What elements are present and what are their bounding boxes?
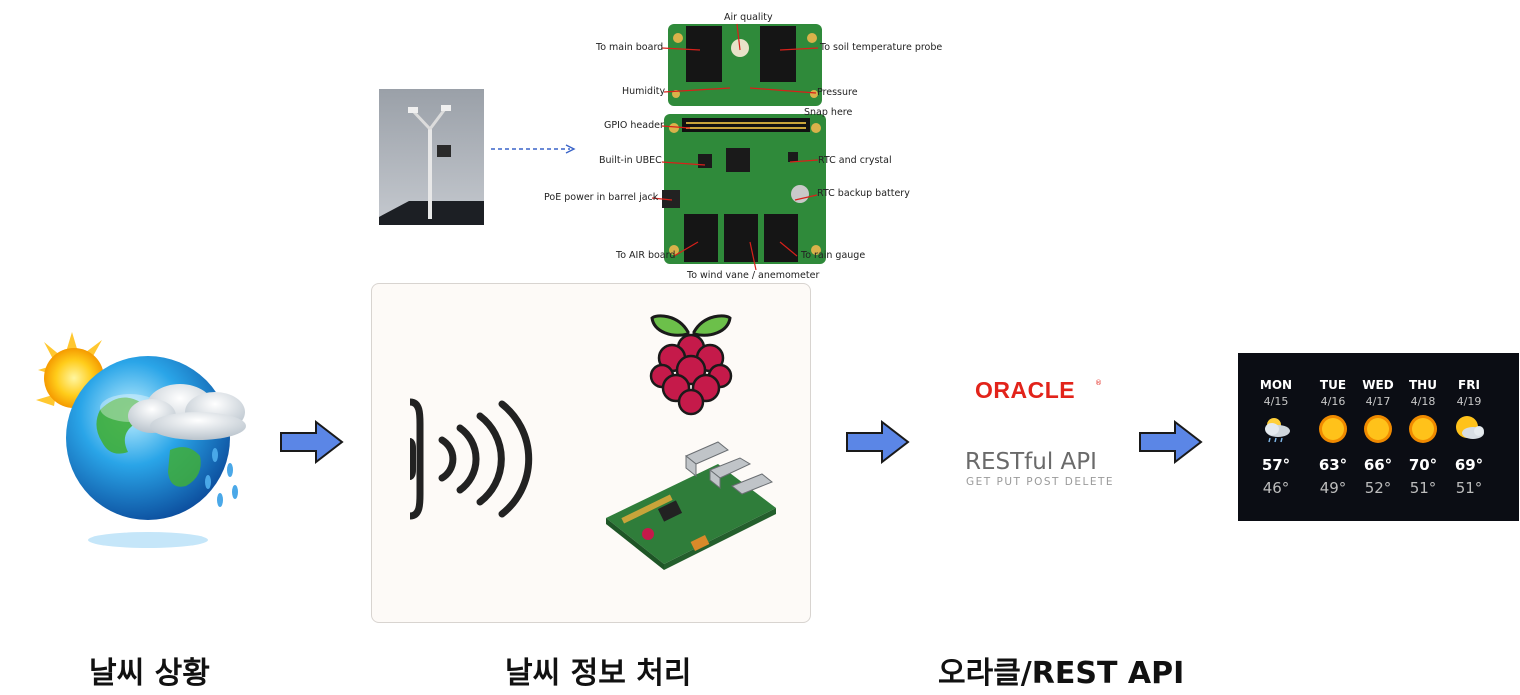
raspberry-pi-logo-icon (649, 314, 733, 416)
flow-arrow-3 (1139, 420, 1203, 464)
weather-station-photo (379, 89, 484, 225)
stage-label-oracle-rest: 오라클/REST API (938, 656, 1185, 691)
label-to-air-board: To AIR board (616, 250, 676, 261)
stage-label-weather-condition: 날씨 상황 (89, 656, 210, 691)
forecast-low: 49° (1319, 479, 1347, 497)
dashed-pointer-arrow (491, 144, 576, 154)
label-builtin-ubec: Built-in UBEC (599, 155, 662, 166)
forecast-day-label: MON (1259, 378, 1293, 392)
oracle-logo: ORACLE (975, 377, 1076, 403)
label-to-main-board: To main board (596, 42, 664, 53)
forecast-high: 70° (1408, 456, 1438, 474)
sun-icon (1319, 415, 1347, 443)
forecast-low: 51° (1455, 479, 1483, 497)
label-to-rain-gauge: To rain gauge (801, 250, 866, 261)
partly-cloudy-icon (1456, 416, 1484, 439)
weather-globe-icon (36, 332, 246, 548)
forecast-high: 63° (1318, 456, 1348, 474)
label-rtc-battery: RTC backup battery (817, 188, 910, 199)
weather-hat-board-diagram (662, 24, 826, 264)
flow-arrow-1 (280, 420, 344, 464)
forecast-day-label: THU (1409, 378, 1437, 392)
label-air-quality: Air quality (724, 12, 773, 23)
forecast-low: 46° (1262, 479, 1290, 497)
sun-icon (1364, 415, 1392, 443)
sun-icon (1409, 415, 1437, 443)
forecast-day-label: TUE (1319, 378, 1347, 392)
forecast-high: 66° (1363, 456, 1393, 474)
flow-arrow-2 (846, 420, 910, 464)
label-gpio-header: GPIO header (604, 120, 664, 131)
label-to-wind-vane: To wind vane / anemometer (687, 270, 820, 281)
label-poe-power: PoE power in barrel jack (544, 192, 659, 203)
label-pressure: Pressure (817, 87, 858, 98)
forecast-date: 4/16 (1320, 395, 1346, 408)
restful-api-title: RESTful API (965, 449, 1097, 475)
forecast-high: 69° (1454, 456, 1484, 474)
label-to-soil-probe: To soil temperature probe (820, 42, 943, 53)
registered-mark: ® (1095, 379, 1102, 387)
forecast-date: 4/19 (1456, 395, 1482, 408)
label-rtc-crystal: RTC and crystal (818, 155, 892, 166)
label-humidity: Humidity (622, 86, 666, 97)
forecast-date: 4/18 (1410, 395, 1436, 408)
forecast-date: 4/15 (1263, 395, 1289, 408)
forecast-low: 51° (1409, 479, 1437, 497)
forecast-day-label: FRI (1458, 378, 1480, 392)
forecast-high: 57° (1261, 456, 1291, 474)
pcb-callout-lines (651, 23, 819, 271)
cloudy-rain-icon (1265, 418, 1290, 443)
restful-api-methods: GET PUT POST DELETE (966, 476, 1115, 488)
label-snap-here: Snap here (804, 107, 853, 118)
forecast-widget: MON 4/15 57° 46° TUE 4/16 63° 49° WED 4/… (1238, 353, 1519, 521)
stage-label-weather-processing: 날씨 정보 처리 (505, 656, 692, 691)
wireless-signal-icon (409, 398, 533, 520)
raspberry-pi-board-image (606, 441, 776, 570)
forecast-date: 4/17 (1365, 395, 1391, 408)
forecast-day-label: WED (1362, 378, 1394, 392)
forecast-low: 52° (1364, 479, 1392, 497)
processing-panel (371, 283, 811, 623)
